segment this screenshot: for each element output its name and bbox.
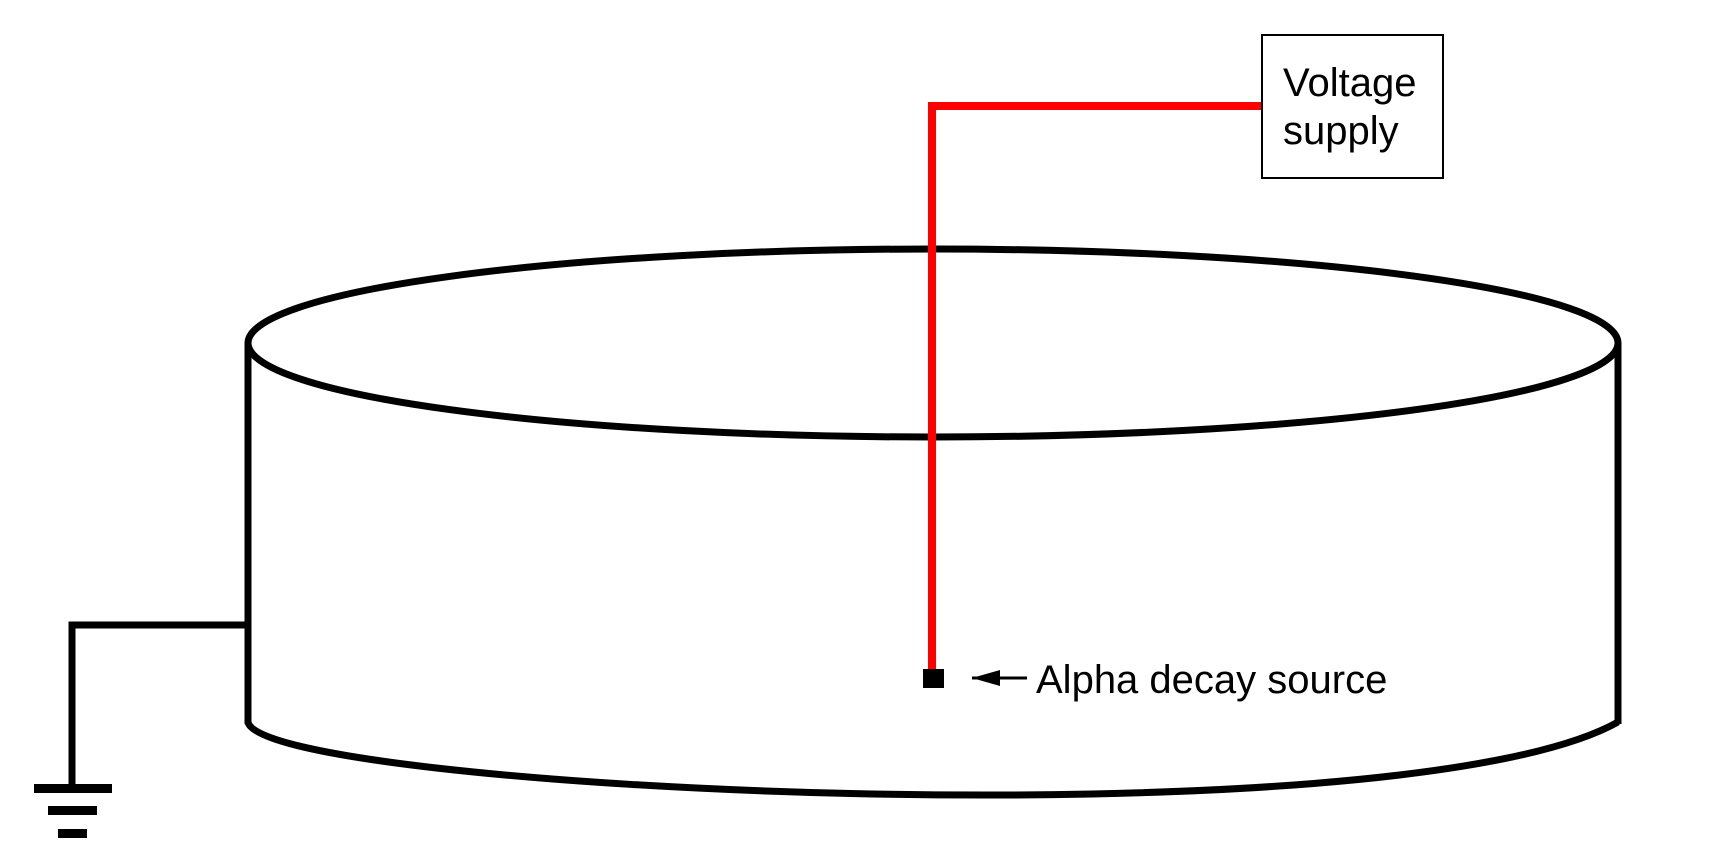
chamber-bottom-edge — [244, 718, 1620, 799]
voltage-supply-label-line2: supply — [1283, 109, 1399, 153]
voltage-supply-label-line1: Voltage — [1283, 61, 1416, 105]
ground-wire — [68, 621, 248, 786]
anode-wire — [928, 102, 1262, 672]
alpha-source-block — [923, 669, 944, 688]
arrow-left-icon — [972, 670, 1027, 686]
source-label: Alpha decay source — [1036, 658, 1387, 702]
ground-icon — [34, 784, 112, 838]
voltage-supply-box: Voltage supply — [1261, 34, 1444, 179]
